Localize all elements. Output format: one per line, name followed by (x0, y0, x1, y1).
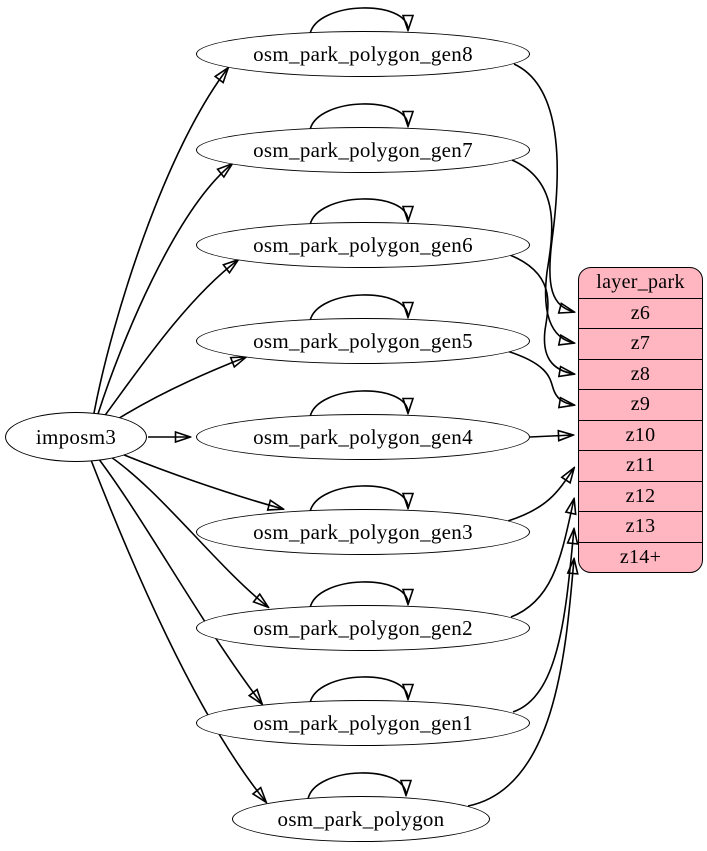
self-loop-gen3 (309, 485, 408, 513)
edge-imposm3-to-polygon (90, 459, 266, 802)
self-loop-gen4 (309, 390, 408, 418)
self-loop-gen8 (309, 7, 408, 35)
node-osm-park-polygon-gen6: osm_park_polygon_gen6 (196, 222, 530, 268)
layer-park-row-z8: z8 (579, 358, 702, 390)
edge-imposm3-to-gen7 (97, 164, 232, 415)
layer-park-row-z9: z9 (579, 389, 702, 420)
layer-park-row-z14: z14+ (579, 541, 702, 573)
edge-gen8-to-z6 (513, 63, 574, 312)
layer-park-row-z6: z6 (579, 297, 702, 329)
edge-gen2-to-z12 (510, 499, 574, 618)
edge-gen7-to-z7 (511, 159, 574, 343)
self-loop-polygon (307, 772, 406, 800)
node-imposm3: imposm3 (5, 412, 147, 462)
node-osm-park-polygon-gen3: osm_park_polygon_gen3 (196, 509, 530, 555)
self-loop-gen7 (309, 103, 408, 131)
self-loop-gen2 (309, 581, 408, 609)
edge-gen4-to-z10 (529, 435, 573, 437)
layer-park-row-z12: z12 (579, 480, 702, 512)
edge-imposm3-to-gen1 (97, 457, 262, 704)
layer-park-title: layer_park (596, 271, 685, 294)
node-osm-park-polygon-gen1: osm_park_polygon_gen1 (196, 700, 530, 746)
edge-gen6-to-z8 (509, 254, 574, 374)
node-osm-park-polygon: osm_park_polygon (232, 796, 490, 842)
self-loop-gen6 (309, 198, 408, 226)
layer-park-row-z13: z13 (579, 511, 702, 542)
node-layer-park: layer_park z6 z7 z8 z9 z10 z11 z12 z13 z… (578, 267, 703, 573)
self-loop-gen1 (309, 676, 408, 704)
node-osm-park-polygon-gen2: osm_park_polygon_gen2 (196, 605, 530, 651)
node-osm-park-polygon-gen4: osm_park_polygon_gen4 (196, 414, 530, 460)
edge-gen5-to-z9 (506, 350, 574, 405)
self-loop-gen5 (309, 294, 408, 322)
edge-gen3-to-z11 (507, 468, 574, 522)
layer-park-row-z10: z10 (579, 419, 702, 451)
edge-imposm3-to-gen8 (93, 68, 228, 414)
edge-imposm3-to-gen6 (102, 260, 238, 419)
layer-park-row-z11: z11 (579, 450, 702, 481)
edge-polygon-to-z14 (467, 559, 574, 807)
node-osm-park-polygon-gen8: osm_park_polygon_gen8 (196, 31, 530, 77)
edge-imposm3-to-gen5 (109, 357, 246, 425)
layer-park-row-z7: z7 (579, 328, 702, 359)
edge-imposm3-to-gen2 (104, 452, 268, 607)
node-osm-park-polygon-gen5: osm_park_polygon_gen5 (196, 318, 530, 364)
edge-imposm3-to-gen3 (111, 449, 283, 509)
node-osm-park-polygon-gen7: osm_park_polygon_gen7 (196, 127, 530, 173)
